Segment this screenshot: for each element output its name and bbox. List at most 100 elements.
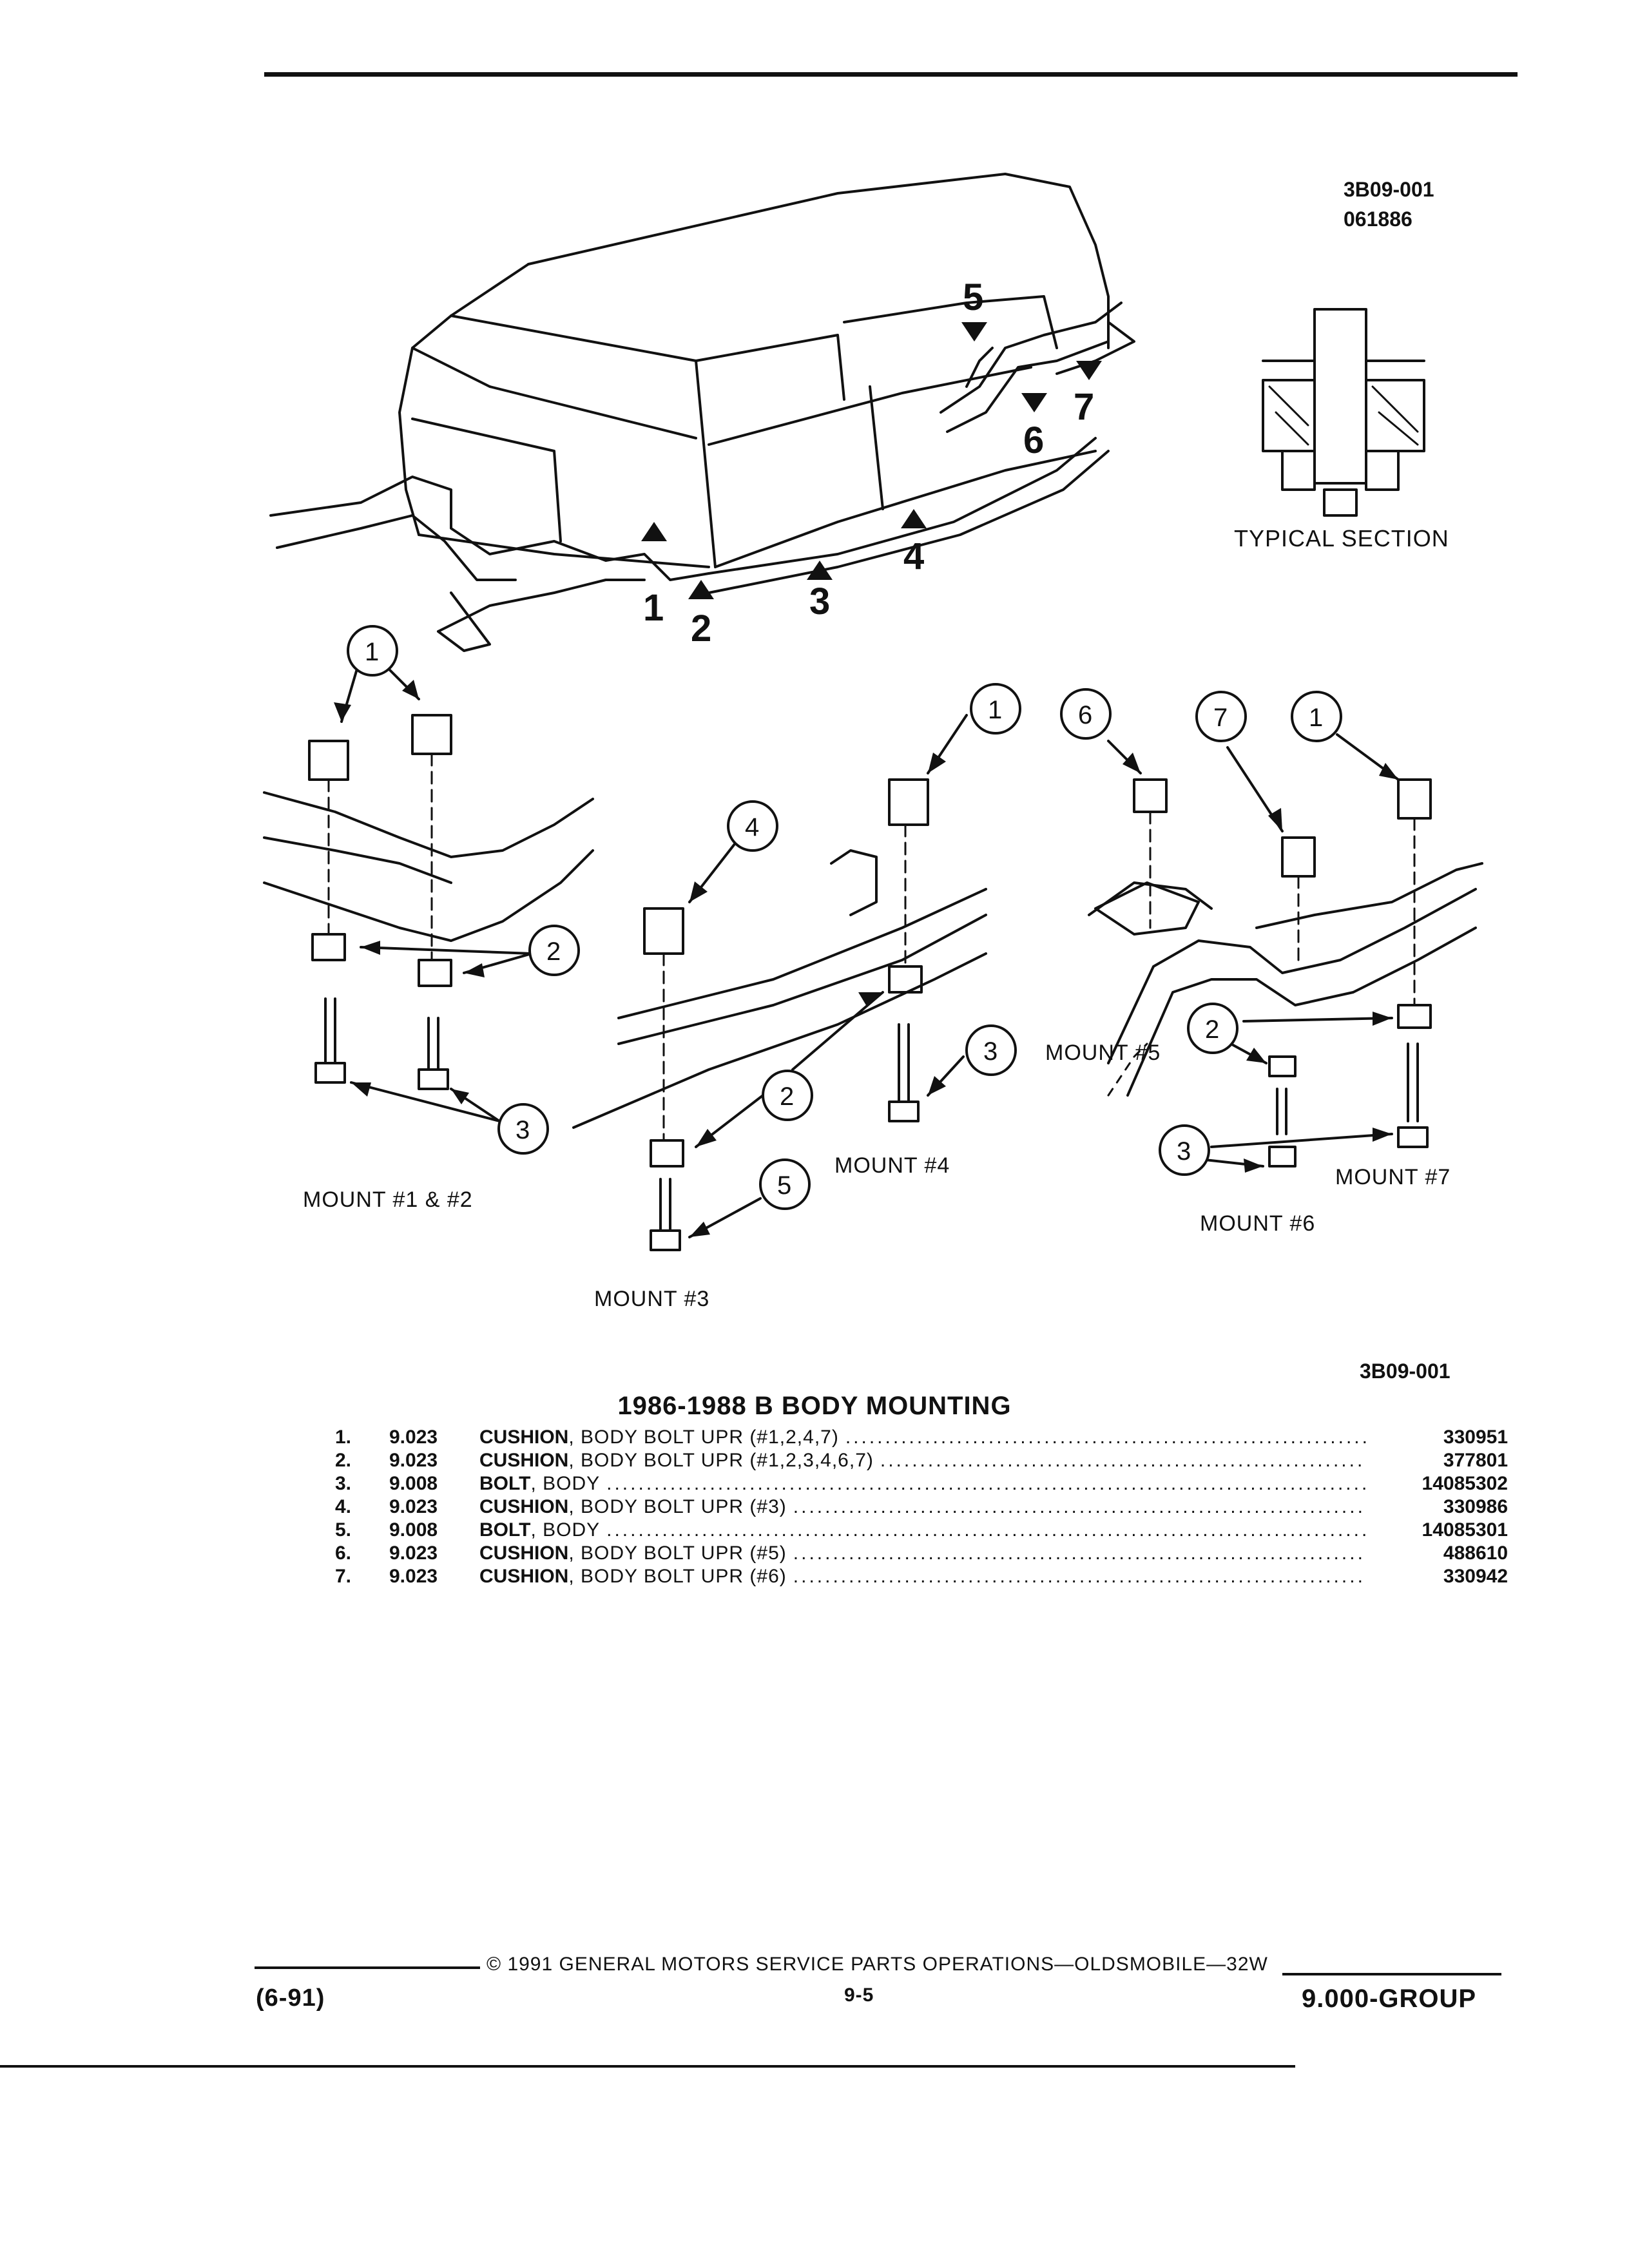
bubble-c3: 3: [1177, 1137, 1192, 1166]
m12-cushion-a: [308, 740, 349, 781]
frame-front-right: [276, 514, 517, 581]
footer-copyright: © 1991 GENERAL MOTORS SERVICE PARTS OPER…: [487, 1954, 1268, 1975]
m567-cushion-1: [1397, 778, 1432, 820]
part-number: 377801: [1443, 1450, 1508, 1471]
figure-code-bottom: 3B09-001: [1360, 1360, 1451, 1383]
part-number: 488610: [1443, 1542, 1508, 1564]
bubble-b3-circle: [965, 1024, 1017, 1076]
leader-dots: ........................................…: [606, 1519, 1366, 1541]
footer-page: 9-5: [844, 1984, 874, 2006]
vehicle-callout-1: 1: [643, 587, 664, 629]
m567-cushion-6: [1133, 778, 1168, 813]
frame-rear-kick-lower: [946, 340, 1110, 433]
bubble-c6: 6: [1078, 701, 1094, 729]
part-number: 330942: [1443, 1566, 1508, 1587]
mount-7-label: MOUNT #7: [1335, 1165, 1451, 1189]
vehicle-callout-6: 6: [1023, 419, 1045, 461]
bubble-c2-circle: [1187, 1003, 1239, 1054]
parts-row: 1. 9.023 CUSHION , BODY BOLT UPR (#1,2,4…: [335, 1425, 1508, 1448]
parts-row: 6. 9.023 CUSHION , BODY BOLT UPR (#5) ..…: [335, 1541, 1508, 1564]
part-group: 9.023: [389, 1566, 438, 1587]
leader-dots: ........................................…: [606, 1473, 1366, 1494]
bubble-c3-circle: [1159, 1124, 1210, 1176]
bubble-b4-circle: [727, 800, 778, 852]
footer-rule-left: [255, 1966, 480, 1969]
m34-cushion-top: [888, 778, 929, 826]
frame-front-left: [269, 476, 710, 581]
part-description: , BODY BOLT UPR (#3): [568, 1496, 787, 1517]
m12-frame-mid: [263, 836, 452, 884]
leader-dots: ........................................…: [793, 1542, 1366, 1564]
m12-centerlines: [327, 753, 433, 961]
part-group: 9.023: [389, 1450, 438, 1471]
m567-pad-5: [1094, 881, 1200, 936]
part-name: CUSHION: [479, 1542, 569, 1564]
bubble-b1-circle: [970, 683, 1021, 735]
frame-side-rail: [708, 437, 1097, 575]
bubble-b5-circle: [759, 1158, 811, 1210]
part-description: , BODY BOLT UPR (#5): [568, 1542, 787, 1564]
leader-c3-1: [1210, 1133, 1393, 1148]
part-number: 330951: [1443, 1427, 1508, 1448]
leader-dots: ........................................…: [845, 1427, 1366, 1448]
m567-frame-top: [1088, 881, 1213, 916]
m34-lower-cushion: [888, 965, 923, 994]
part-name: CUSHION: [479, 1496, 569, 1517]
bubble-b2: 2: [780, 1082, 795, 1111]
bubble-a1-circle: [347, 625, 398, 677]
m567-centerlines: [1149, 811, 1416, 1006]
car-windshield: [450, 314, 717, 568]
footer-revision: (6-91): [256, 1984, 325, 2012]
parts-row: 7. 9.023 CUSHION , BODY BOLT UPR (#6) ..…: [335, 1564, 1508, 1588]
car-hood: [418, 533, 710, 568]
m12-frame-top: [263, 791, 594, 858]
m34-bolt-4: [888, 1023, 920, 1122]
top-rule: [264, 72, 1518, 77]
footer-group: 9.000-GROUP: [1302, 1984, 1477, 2013]
part-group: 9.023: [389, 1542, 438, 1564]
m12-frame-lower: [263, 849, 594, 942]
frame-crossmember: [437, 579, 646, 633]
part-number: 14085302: [1422, 1473, 1508, 1494]
part-number: 14085301: [1422, 1519, 1508, 1541]
mount-1-2-label: MOUNT #1 & #2: [303, 1187, 473, 1212]
m34-cushion-4: [643, 907, 684, 955]
m34-bolt-3: [650, 1178, 681, 1251]
part-name: BOLT: [479, 1519, 531, 1541]
section-core: [1313, 308, 1367, 485]
m12-lower-cushion-b: [418, 959, 452, 987]
section-upper-cushion: [1262, 379, 1425, 452]
m567-frame-rail: [1255, 862, 1483, 929]
m12-cushion-b: [411, 714, 452, 755]
parts-row: 5. 9.008 BOLT , BODY ...................…: [335, 1518, 1508, 1541]
vehicle-callout-2: 2: [691, 608, 712, 649]
m34-rail-bottom: [617, 914, 987, 1045]
leader-dots: ........................................…: [880, 1450, 1366, 1471]
part-group: 9.023: [389, 1496, 438, 1517]
frame-side-rail-lower: [708, 450, 1110, 594]
parts-row: 2. 9.023 CUSHION , BODY BOLT UPR (#1,2,3…: [335, 1448, 1508, 1472]
footer-rule-right: [1282, 1973, 1501, 1975]
part-name: CUSHION: [479, 1450, 569, 1471]
part-number-index: 3.: [335, 1473, 352, 1494]
m567-lower-cushion-1: [1397, 1004, 1432, 1029]
frame-rear-kick: [940, 302, 1123, 414]
m6-dashed-line: [1107, 1043, 1148, 1097]
bubble-a3: 3: [516, 1116, 531, 1144]
part-number-index: 1.: [335, 1427, 352, 1448]
part-group: 9.008: [389, 1473, 438, 1494]
page-title: 1986-1988 B BODY MOUNTING: [617, 1392, 1012, 1420]
frame-front-wheel: [437, 591, 491, 652]
bubble-c2: 2: [1205, 1015, 1220, 1044]
frame-rear-arch: [965, 347, 994, 388]
part-description: , BODY: [530, 1473, 601, 1494]
bubble-a2-circle: [528, 925, 580, 976]
car-rocker: [714, 450, 1097, 568]
part-group: 9.023: [389, 1427, 438, 1448]
mount-4-label: MOUNT #4: [834, 1153, 950, 1178]
part-description: , BODY BOLT UPR (#1,2,3,4,6,7): [568, 1450, 874, 1471]
part-description: , BODY BOLT UPR (#1,2,4,7): [568, 1427, 839, 1448]
bubble-a3-circle: [497, 1103, 549, 1155]
date-code: 061886: [1344, 207, 1412, 231]
